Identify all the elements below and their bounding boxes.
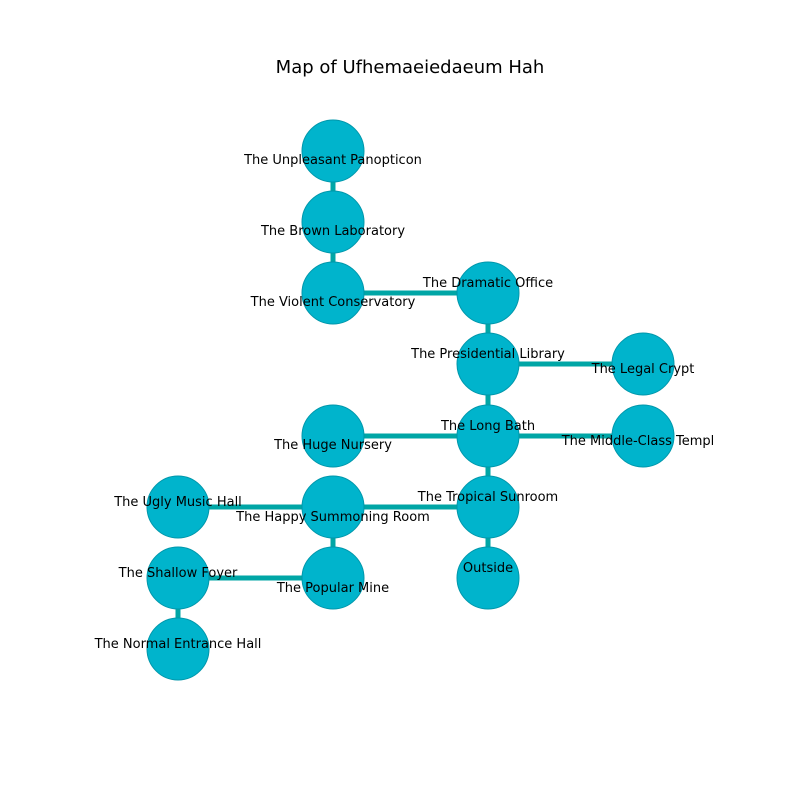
room-node-middle-class-templ <box>611 404 675 468</box>
room-node-popular-mine <box>301 546 365 610</box>
connections-layer <box>175 151 643 649</box>
room-node-happy-summoning-room <box>301 475 365 539</box>
room-node-dramatic-office <box>456 261 520 325</box>
room-node-long-bath <box>456 404 520 468</box>
room-node-shallow-foyer <box>146 546 210 610</box>
room-label-long-bath: The Long Bath <box>440 419 535 434</box>
room-label-shallow-foyer: The Shallow Foyer <box>118 566 238 581</box>
room-node-unpleasant-panopticon <box>301 119 365 183</box>
room-label-middle-class-templ: The Middle-Class Templ <box>561 434 715 449</box>
room-label-unpleasant-panopticon: The Unpleasant Panopticon <box>243 153 422 168</box>
room-label-popular-mine: The Popular Mine <box>276 581 389 596</box>
room-label-legal-crypt: The Legal Crypt <box>591 362 695 377</box>
room-label-tropical-sunroom: The Tropical Sunroom <box>417 490 558 505</box>
room-label-violent-conservatory: The Violent Conservatory <box>250 295 416 310</box>
room-label-brown-laboratory: The Brown Laboratory <box>260 224 405 239</box>
room-node-brown-laboratory <box>301 190 365 254</box>
room-label-normal-entrance-hall: The Normal Entrance Hall <box>94 637 262 652</box>
room-label-dramatic-office: The Dramatic Office <box>422 276 553 291</box>
room-node-ugly-music-hall <box>146 475 210 539</box>
room-label-huge-nursery: The Huge Nursery <box>273 438 392 453</box>
room-node-huge-nursery <box>301 404 365 468</box>
room-node-normal-entrance-hall <box>146 617 210 681</box>
room-node-outside <box>456 546 520 610</box>
room-node-violent-conservatory <box>301 261 365 325</box>
room-label-ugly-music-hall: The Ugly Music Hall <box>113 495 242 510</box>
room-node-tropical-sunroom <box>456 475 520 539</box>
room-node-presidential-library <box>456 332 520 396</box>
map-title: Map of Ufhemaeiedaeum Hah <box>276 57 545 78</box>
room-node-legal-crypt <box>611 332 675 396</box>
room-label-happy-summoning-room: The Happy Summoning Room <box>235 510 430 525</box>
room-label-presidential-library: The Presidential Library <box>410 347 565 362</box>
room-label-outside: Outside <box>463 561 513 576</box>
rooms-layer <box>146 119 675 681</box>
